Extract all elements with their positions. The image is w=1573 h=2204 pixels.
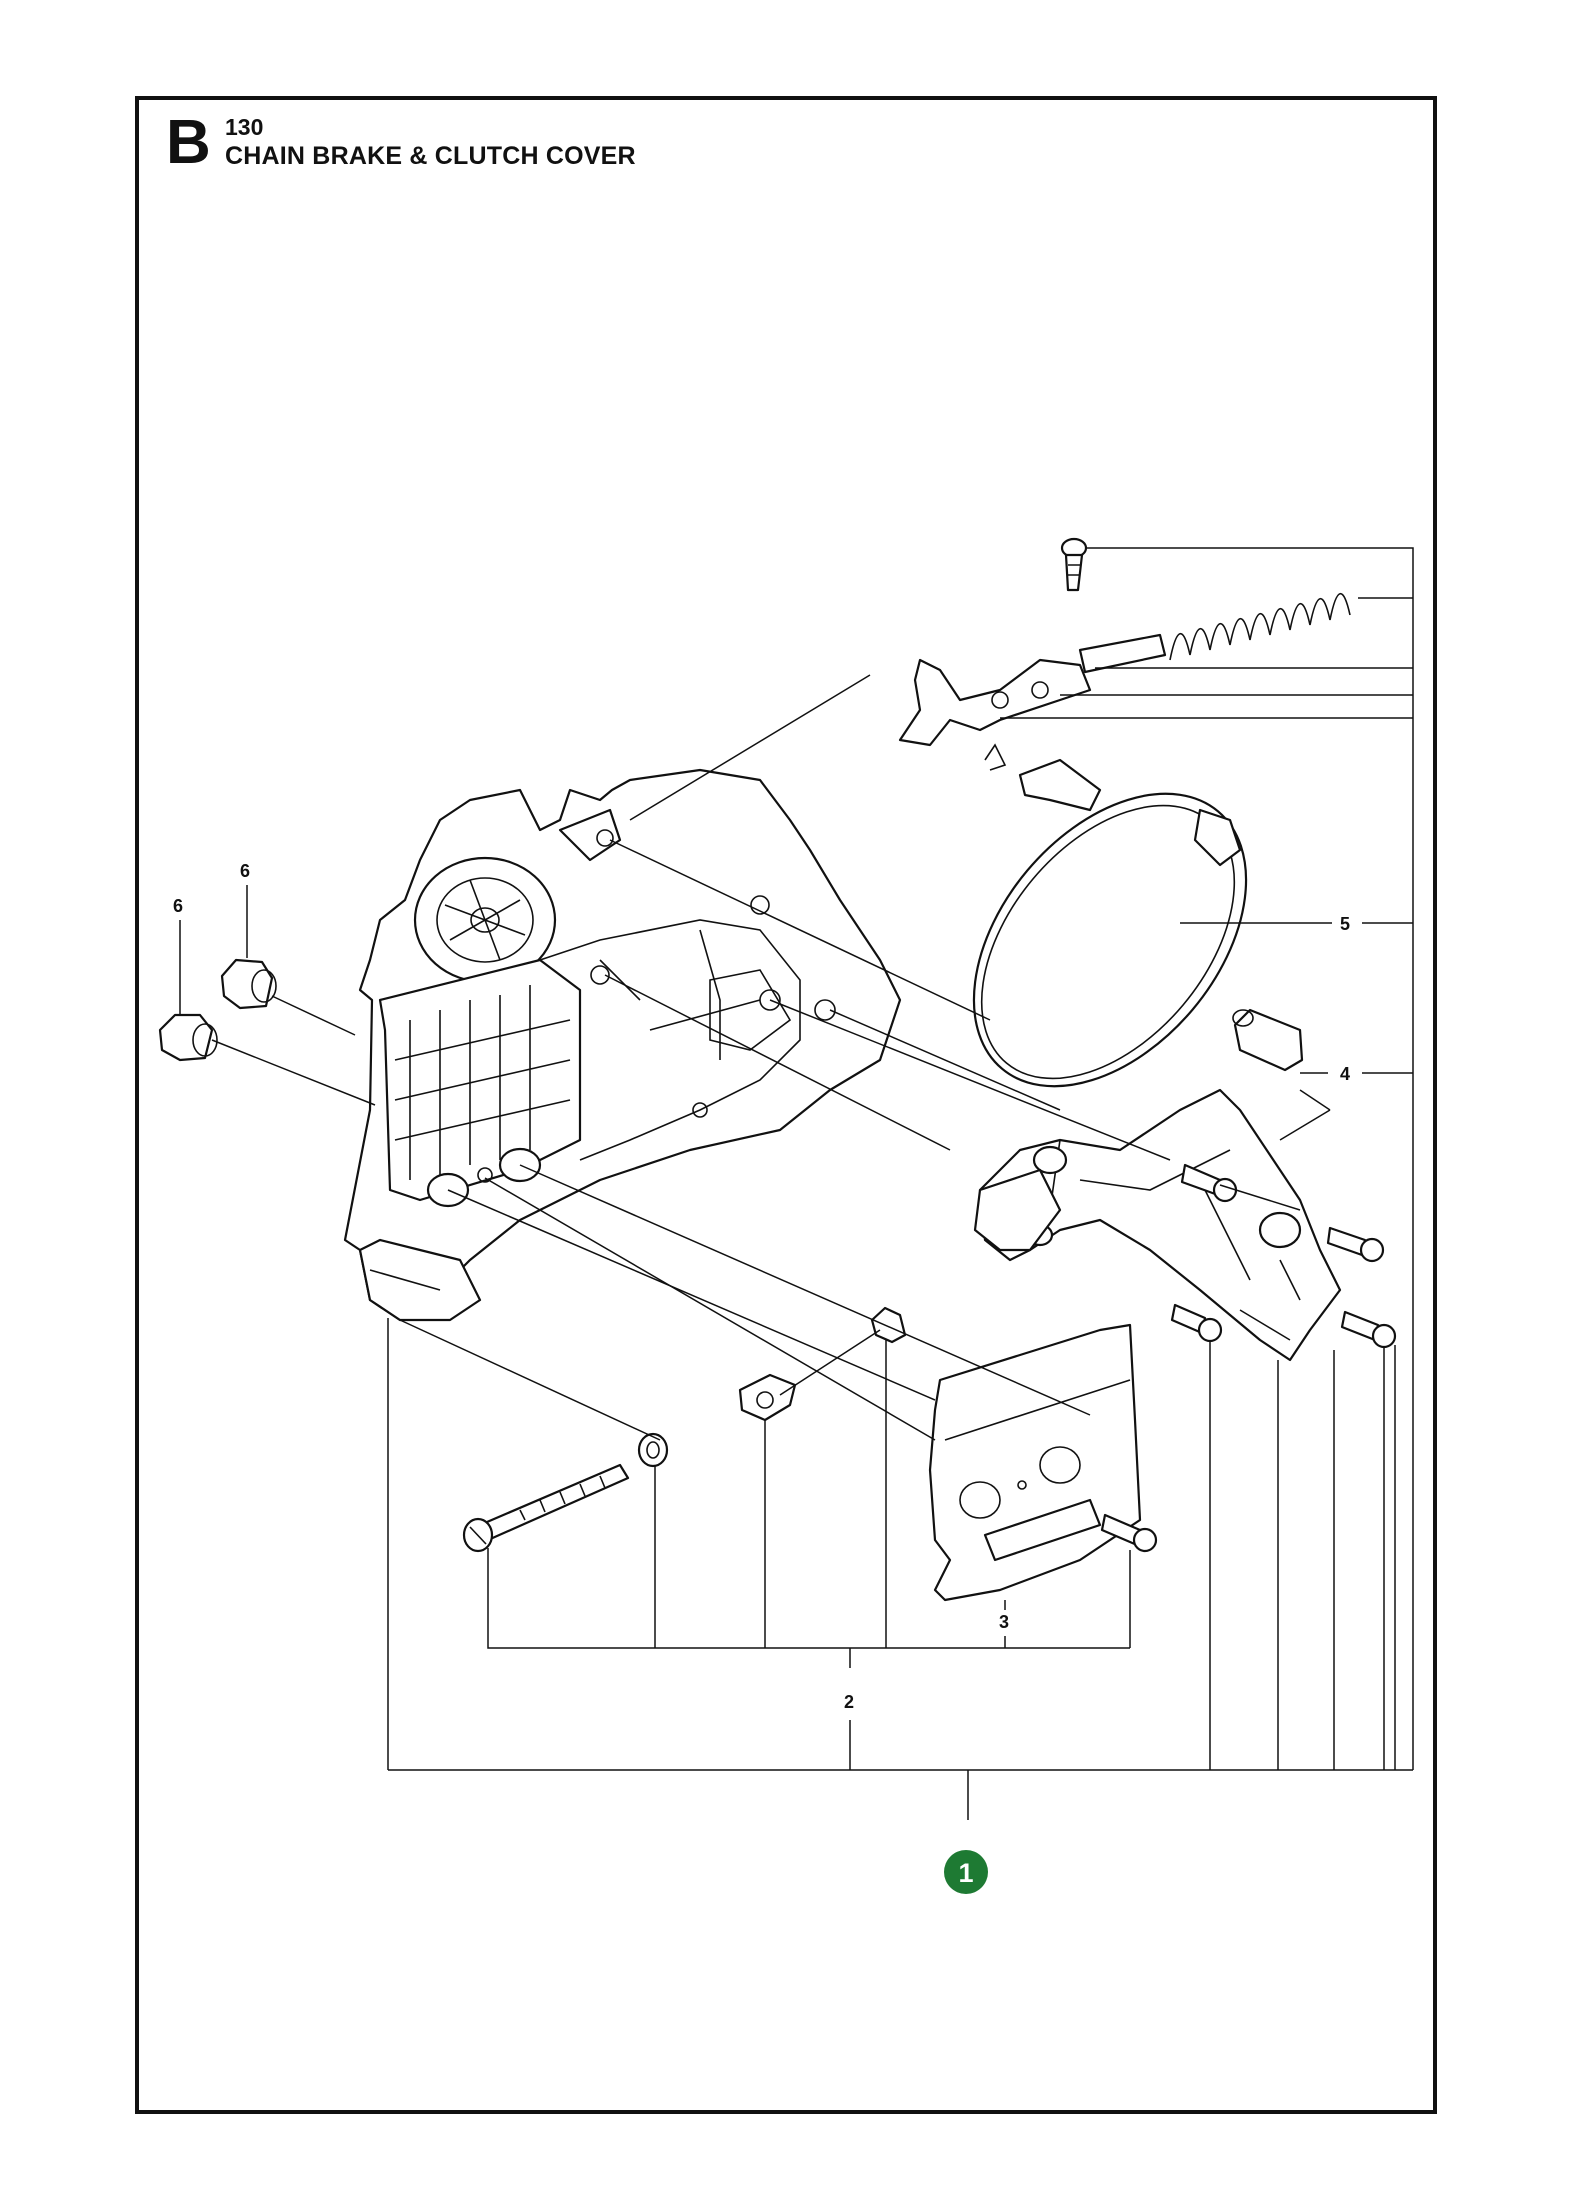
tensioner-washer — [637, 1432, 669, 1468]
nut-6-a — [158, 1013, 218, 1062]
callout-4: 4 — [1340, 1064, 1350, 1084]
screw-right-3 — [1170, 1303, 1223, 1343]
chain-guide-plate — [928, 1323, 1142, 1602]
page-frame — [135, 96, 1437, 2114]
brake-cover-right — [973, 1088, 1342, 1362]
brake-linkage — [898, 537, 1351, 771]
tensioner-nut — [870, 1306, 907, 1344]
tensioner-screw — [462, 1463, 630, 1553]
callout-1: 1 — [958, 1858, 973, 1888]
callout-5: 5 — [1340, 914, 1350, 934]
screw-guide-plate — [1100, 1513, 1158, 1553]
nut-6-b — [220, 958, 277, 1010]
brake-band — [972, 758, 1248, 1088]
item-1-badge: 1 — [944, 1850, 988, 1894]
callout-6b: 6 — [173, 896, 183, 916]
clutch-cover-housing — [343, 768, 902, 1322]
guide-pin-4 — [1232, 1008, 1304, 1072]
section-letter: B — [166, 108, 211, 177]
callout-6a: 6 — [240, 861, 250, 881]
callout-3: 3 — [999, 1612, 1009, 1632]
tensioner-slider — [738, 1373, 797, 1422]
screw-right-2 — [1326, 1226, 1385, 1263]
section-title: CHAIN BRAKE & CLUTCH COVER — [225, 142, 636, 170]
screw-right-4 — [1340, 1310, 1397, 1349]
section-number: 130 — [225, 114, 264, 140]
explosion-lines — [211, 674, 1301, 1441]
callout-2: 2 — [844, 1692, 854, 1712]
callout-lines — [179, 547, 1414, 1820]
